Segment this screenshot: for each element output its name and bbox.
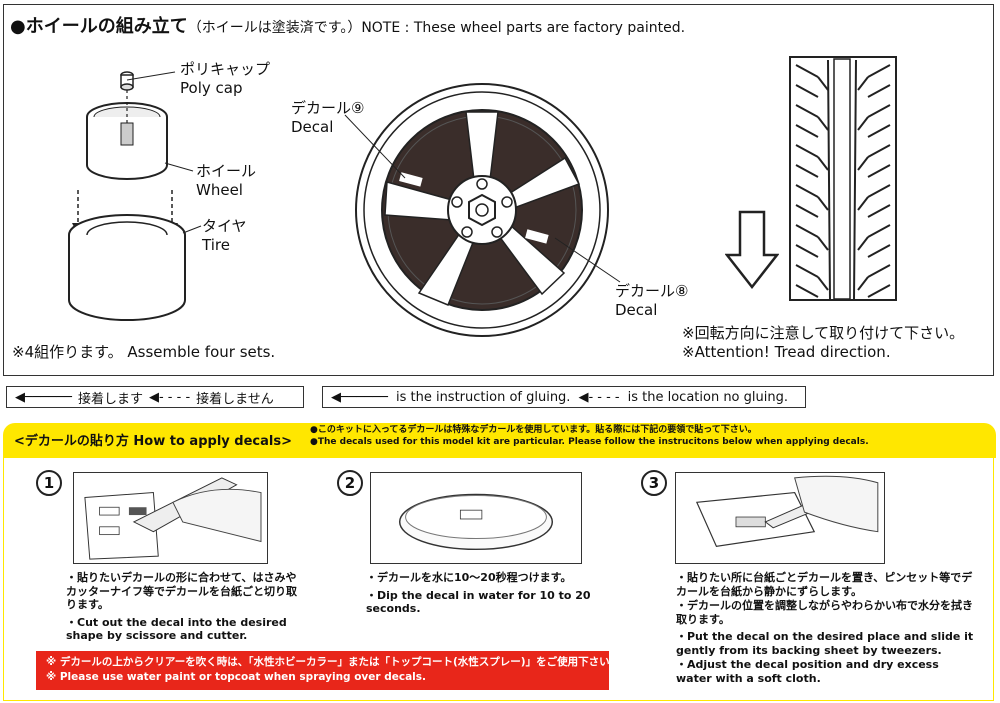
step-3-en1: ・Put the decal on the desired place and … <box>676 630 974 657</box>
legend-en-noglue: is the location no gluing. <box>627 389 788 405</box>
title-note: （ホイールは塗装済です。）NOTE : These wheel parts ar… <box>187 20 686 36</box>
tire-jp: タイヤ <box>202 217 247 235</box>
warning-en: ※ Please use water paint or topcoat when… <box>46 671 427 683</box>
legend-jp-glue: 接着します <box>77 391 143 407</box>
solid-arrow-icon: ◀────── <box>15 389 72 405</box>
part-leader-lines <box>126 71 202 234</box>
step-1-image <box>73 472 268 564</box>
wheel-drawing <box>86 90 168 180</box>
step-3-number: 3 <box>641 470 667 496</box>
attention-en: ※Attention! Tread direction. <box>682 343 891 361</box>
step-2-jp: ・デカールを水に10〜20秒程つけます。 <box>366 571 572 584</box>
howto-note-en: ●The decals used for this model kit are … <box>310 437 869 447</box>
warning-box: ※ デカールの上からクリアーを吹く時は、「水性ホビーカラー」または「トップコート… <box>36 651 621 690</box>
title-jp: ●ホイールの組み立て <box>10 16 188 37</box>
howto-title: <デカールの貼り方 How to apply decals> <box>14 434 292 449</box>
howto-header-bar <box>3 423 996 458</box>
step-1-en: ・Cut out the decal into the desired shap… <box>66 615 287 643</box>
step-3-image <box>675 472 885 564</box>
polycap-en: Poly cap <box>180 79 243 97</box>
tread-drawing <box>789 56 897 301</box>
tire-en: Tire <box>202 236 230 254</box>
step-1-text: ・貼りたいデカールの形に合わせて、はさみやカッターナイフ等でデカールを台紙ごと切… <box>66 571 301 647</box>
step-3-en2: ・Adjust the decal position and dry exces… <box>676 658 939 685</box>
howto-panel <box>3 458 994 701</box>
step-2-number: 2 <box>337 470 363 496</box>
wheel-assembly-drawing <box>68 71 186 321</box>
polycap-label: ポリキャップ Poly cap <box>180 60 270 98</box>
legend-en: ◀────── is the instruction of gluing. ◀-… <box>322 386 806 408</box>
solid-arrow-icon: ◀────── <box>331 389 388 405</box>
wheel-en: Wheel <box>196 181 243 199</box>
step-1-jp: ・貼りたいデカールの形に合わせて、はさみやカッターナイフ等でデカールを台紙ごと切… <box>66 571 297 611</box>
decal9-en: Decal <box>291 118 334 136</box>
step-3-jp1: ・貼りたい所に台紙ごとデカールを置き、ピンセット等でデカールを台紙から静かにずら… <box>676 571 973 598</box>
tread-attention: ※回転方向に注意して取り付けて下さい。 ※Attention! Tread di… <box>682 324 964 362</box>
decal-leader-lines <box>344 114 621 283</box>
wheel-label: ホイール Wheel <box>196 162 256 200</box>
upper-frame <box>3 4 994 376</box>
tire-label: タイヤ Tire <box>202 217 247 255</box>
arrow-down-icon <box>725 210 779 290</box>
step-2-en: ・Dip the decal in water for 10 to 20 sec… <box>366 588 591 616</box>
dashed-arrow-icon: ◀- - - - <box>578 389 620 405</box>
decal8-en: Decal <box>615 301 658 319</box>
step-1-number: 1 <box>36 470 62 496</box>
step-3-text: ・貼りたい所に台紙ごとデカールを置き、ピンセット等でデカールを台紙から静かにずら… <box>676 571 976 689</box>
decal9-jp: デカール⑨ <box>291 99 365 117</box>
decal8-label: デカール⑧ Decal <box>615 282 688 320</box>
step-2-image <box>370 472 582 564</box>
section-title: ●ホイールの組み立て（ホイールは塗装済です。）NOTE : These whee… <box>10 12 685 38</box>
tire-drawing <box>68 214 186 321</box>
assemble-note: ※4組作ります。 Assemble four sets. <box>12 343 276 361</box>
howto-notes: ●このキットに入ってるデカールは特殊なデカールを使用しています。貼る際には下記の… <box>310 424 869 448</box>
dashed-arrow-icon: ◀- - - - <box>148 389 191 405</box>
rim-drawing <box>355 83 609 337</box>
legend-jp-noglue: 接着しません <box>196 391 274 407</box>
legend-en-glue: is the instruction of gluing. <box>395 389 571 405</box>
decal8-jp: デカール⑧ <box>615 282 689 300</box>
attention-jp: ※回転方向に注意して取り付けて下さい。 <box>682 324 965 342</box>
howto-note-jp: ●このキットに入ってるデカールは特殊なデカールを使用しています。貼る際には下記の… <box>310 425 757 435</box>
polycap-jp: ポリキャップ <box>180 60 271 78</box>
step-2-text: ・デカールを水に10〜20秒程つけます。 ・Dip the decal in w… <box>366 571 591 620</box>
wheel-jp: ホイール <box>196 162 257 180</box>
legend-jp: ◀────── 接着します ◀- - - - 接着しません <box>6 386 304 408</box>
warning-jp: ※ デカールの上からクリアーを吹く時は、「水性ホビーカラー」または「トップコート… <box>46 656 621 668</box>
decal9-label: デカール⑨ Decal <box>291 99 364 137</box>
step-3-jp2: ・デカールの位置を調整しながらやわらかい布で水分を拭き取ります。 <box>676 599 973 626</box>
